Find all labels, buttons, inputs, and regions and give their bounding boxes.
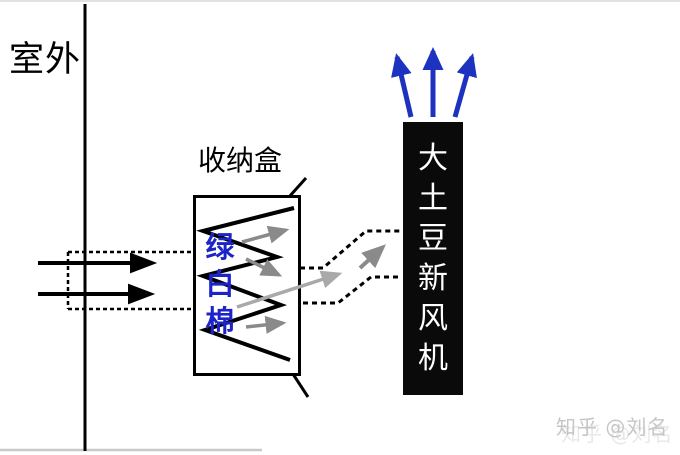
fan-exhaust-arrows: [391, 46, 477, 118]
airflow-arrow-filter-top: [241, 225, 290, 244]
watermark: 知乎 @刘名: [556, 415, 669, 439]
filter-box-bottom-tick: [291, 373, 310, 398]
filter-char-2: 白: [205, 267, 235, 301]
fan-char-2: 土: [418, 181, 448, 216]
fan-char-5: 风: [418, 301, 448, 336]
filter-char-1: 绿: [205, 230, 235, 264]
airflow-arrow-filter-bottom: [245, 315, 287, 334]
fan-unit-block: 大 土 豆 新 风 机: [403, 122, 463, 395]
airflow-arrow-long: [236, 270, 343, 309]
storage-box-label: 收纳盒: [198, 144, 283, 177]
airflow-arrow-filter-middle: [245, 257, 283, 277]
fan-exhaust-arrow-left: [391, 53, 414, 118]
duct-lower-dashed: [303, 275, 402, 305]
duct-upper-dashed: [300, 229, 402, 270]
filter-char-3: 棉: [205, 304, 235, 338]
fan-char-3: 豆: [418, 221, 448, 256]
fan-char-4: 新: [418, 261, 448, 296]
fan-unit-label: 大 土 豆 新 风 机: [403, 122, 463, 379]
fan-exhaust-arrow-right: [452, 53, 477, 118]
fan-char-1: 大: [418, 141, 448, 176]
wall-duct-dashes: [66, 250, 194, 311]
fan-char-6: 机: [418, 341, 448, 376]
filter-box-top-tick: [287, 176, 308, 199]
filter-zigzag: [196, 206, 295, 362]
outdoor-label: 室外: [9, 40, 82, 80]
airflow-arrow-duct: [358, 244, 386, 270]
filter-material-label: 绿 白 棉: [202, 229, 238, 340]
